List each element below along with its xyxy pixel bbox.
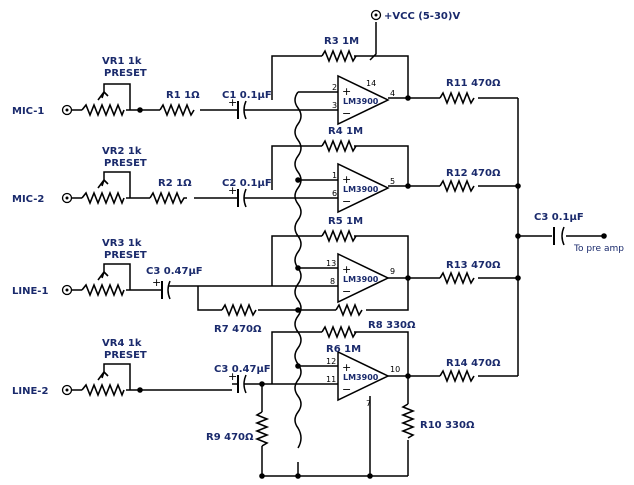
opamp-2-pin-plus: 1 [332,171,337,180]
svg-text:+: + [342,263,351,276]
r7-label: R7 470Ω [214,324,262,335]
opamp-1-pin-plus: 2 [332,83,337,92]
r14-label: R14 470Ω [446,358,501,369]
svg-text:−: − [342,383,351,396]
r1-label: R1 1Ω [166,90,200,101]
opamp-4-pin-minus: 11 [326,375,336,384]
terminals [61,9,382,396]
c3b-label: C3 0.47µF [214,364,271,375]
capacitor-symbols: + + + + [150,96,565,394]
svg-text:+: + [342,173,351,186]
opamp-3-pin-minus: 8 [330,277,335,286]
r3-label: R3 1M [324,36,359,47]
vr1-sublabel: PRESET [104,68,147,79]
c2-symbol [232,188,252,208]
r4-symbol [321,138,357,154]
svg-text:−: − [342,285,351,298]
input-label-line1: LINE-1 [12,286,48,297]
r11-symbol [439,90,475,106]
svg-text:−: − [342,195,351,208]
opamp-3-pin-out: 9 [390,267,395,276]
r6-label: R6 1M [326,344,361,355]
r5-symbol [321,228,357,244]
r8-label: R8 330Ω [368,320,416,331]
vr3-symbol [81,282,125,298]
svg-text:−: − [342,107,351,120]
opamp-1: + − LM3900 2 3 4 14 [332,74,395,126]
vr4-symbol [81,382,125,398]
r11-label: R11 470Ω [446,78,501,89]
opamp-2-name: LM3900 [343,185,379,194]
c3out-label: C3 0.1µF [534,212,584,223]
vcc-label: +VCC (5-30)V [384,11,460,22]
labels: +VCC (5-30)V MIC-1 MIC-2 LINE-1 LINE-2 V… [12,11,624,443]
vr3-label: VR3 1k [102,238,142,249]
opamp-3: + − LM3900 13 8 9 [326,252,395,304]
opamp-3-name: LM3900 [343,275,379,284]
opamp-2: + − LM3900 1 6 5 [332,162,395,214]
opamp-1-pin-out: 4 [390,89,395,98]
to-pre-amp-label: To pre amp [573,244,624,254]
opamp-1-name: LM3900 [343,97,379,106]
vr4-sublabel: PRESET [104,350,147,361]
r7-symbol [221,302,257,318]
resistor-symbols [81,48,475,447]
junctions [137,95,607,479]
svg-text:+: + [228,370,237,383]
r2-symbol [149,190,187,206]
r10-label: R10 330Ω [420,420,475,431]
vr2-symbol [81,190,125,206]
r5-label: R5 1M [328,216,363,227]
c3a-label: C3 0.47µF [146,266,203,277]
vr2-label: VR2 1k [102,146,142,157]
input-label-mic2: MIC-2 [12,194,44,205]
opamp-4-pin-out: 10 [390,365,400,374]
opamp-2-pin-out: 5 [390,177,395,186]
opamp-1-pin-vcc: 14 [366,79,376,88]
opamp-4: + − LM3900 12 11 10 7 [326,350,400,408]
vr1-symbol [81,102,125,118]
c3b-symbol [232,374,252,394]
r13-symbol [439,270,475,286]
opamp-3-pin-plus: 13 [326,259,336,268]
c1-label: C1 0.1µF [222,90,272,101]
r12-label: R12 470Ω [446,168,501,179]
r13-label: R13 470Ω [446,260,501,271]
vr4-label: VR4 1k [102,338,142,349]
r2-label: R2 1Ω [158,178,192,189]
svg-text:+: + [152,276,161,289]
r9-label: R9 470Ω [206,432,254,443]
svg-text:+: + [342,85,351,98]
r9-symbol [254,411,270,447]
r8-symbol [335,302,363,318]
c3a-symbol [150,280,184,300]
c2-label: C2 0.1µF [222,178,272,189]
opamp-4-pin-gnd: 7 [366,399,371,408]
opamp-2-pin-minus: 6 [332,189,337,198]
svg-text:+: + [228,184,237,197]
r3-symbol [321,48,357,64]
r12-symbol [439,178,475,194]
opamp-4-name: LM3900 [343,373,379,382]
opamp-4-pin-plus: 12 [326,357,336,366]
r10-symbol [400,403,416,439]
vr1-label: VR1 1k [102,56,142,67]
svg-text:+: + [228,96,237,109]
opamp-1-pin-minus: 3 [332,101,337,110]
vr3-sublabel: PRESET [104,250,147,261]
wires [72,22,604,477]
c1-symbol [232,100,252,120]
vr2-sublabel: PRESET [104,158,147,169]
input-label-mic1: MIC-1 [12,106,44,117]
input-label-line2: LINE-2 [12,386,48,397]
r4-label: R4 1M [328,126,363,137]
r6-symbol [321,324,357,340]
c3out-symbol [553,226,565,246]
r14-symbol [439,368,475,384]
svg-text:+: + [342,361,351,374]
r1-symbol [159,102,195,118]
